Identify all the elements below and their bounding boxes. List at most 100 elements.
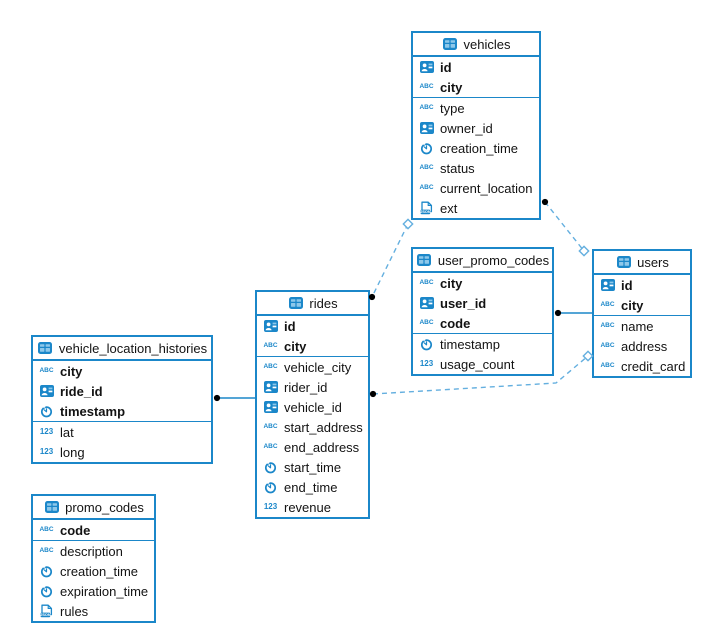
- datetime-type-icon: [38, 564, 55, 578]
- table-name: rides: [309, 295, 338, 311]
- column-row-promo_codes-expiration_time[interactable]: expiration_time: [33, 581, 154, 601]
- column-row-rides-vehicle_id[interactable]: vehicle_id: [257, 397, 368, 417]
- table-header-vehicles[interactable]: vehicles: [413, 33, 539, 57]
- column-row-rides-rider_id[interactable]: rider_id: [257, 377, 368, 397]
- column-name: city: [440, 275, 463, 291]
- relationship-endpoint-dot: [554, 309, 562, 317]
- column-row-rides-id[interactable]: id: [257, 316, 368, 336]
- table-icon: [287, 297, 304, 309]
- column-row-user_promo_codes-timestamp[interactable]: timestamp: [413, 333, 552, 354]
- number-type-icon: 123: [39, 427, 54, 436]
- json-type-icon: JSON: [38, 604, 55, 618]
- string-type-icon: ABC: [600, 300, 615, 308]
- table-header-rides[interactable]: rides: [257, 292, 368, 316]
- svg-text:JSON: JSON: [420, 210, 431, 214]
- datetime-type-icon: [418, 141, 435, 155]
- json-type-icon: JSON: [418, 201, 435, 215]
- relationship-endpoint-dot: [213, 394, 221, 402]
- column-row-vehicles-id[interactable]: id: [413, 57, 539, 77]
- column-name: vehicle_city: [284, 359, 352, 375]
- relationship-vehicles-rides[interactable]: [371, 223, 409, 298]
- table-icon: [416, 254, 433, 266]
- string-type-icon: ABC: [419, 103, 434, 111]
- number-type-icon: 123: [39, 447, 54, 456]
- string-type-icon: ABC: [600, 341, 615, 349]
- table-header-users[interactable]: users: [594, 251, 690, 275]
- column-row-rides-start_time[interactable]: start_time: [257, 457, 368, 477]
- column-row-rides-vehicle_city[interactable]: ABC vehicle_city: [257, 356, 368, 377]
- id-type-icon: [599, 279, 616, 291]
- datetime-type-icon: [38, 584, 55, 598]
- column-row-user_promo_codes-user_id[interactable]: user_id: [413, 293, 552, 313]
- id-type-icon: [262, 381, 279, 393]
- table-icon: [43, 501, 60, 513]
- relationship-endpoint-dot: [541, 198, 549, 206]
- table-icon: [442, 38, 459, 50]
- column-name: start_address: [284, 419, 363, 435]
- column-name: id: [621, 277, 633, 293]
- column-name: id: [440, 59, 452, 75]
- svg-text:JSON: JSON: [40, 613, 51, 617]
- column-row-promo_codes-creation_time[interactable]: creation_time: [33, 561, 154, 581]
- column-name: creation_time: [440, 140, 519, 156]
- column-name: user_id: [440, 295, 487, 311]
- column-row-vehicles-current_location[interactable]: ABC current_location: [413, 178, 539, 198]
- column-name: vehicle_id: [284, 399, 342, 415]
- string-type-icon: ABC: [419, 278, 434, 286]
- column-name: usage_count: [440, 356, 515, 372]
- column-row-user_promo_codes-city[interactable]: ABC city: [413, 273, 552, 293]
- string-type-icon: ABC: [600, 321, 615, 329]
- table-name: vehicles: [463, 36, 511, 52]
- column-name: revenue: [284, 499, 331, 515]
- column-row-vehicle_location_histories-ride_id[interactable]: ride_id: [33, 381, 211, 401]
- column-row-users-id[interactable]: id: [594, 275, 690, 295]
- column-row-rides-revenue[interactable]: 123 revenue: [257, 497, 368, 517]
- relationship-vehicles-users[interactable]: [544, 201, 585, 252]
- column-name: city: [60, 363, 83, 379]
- string-type-icon: ABC: [39, 366, 54, 374]
- table-name: users: [637, 254, 669, 270]
- string-type-icon: ABC: [263, 362, 278, 370]
- number-type-icon: 123: [263, 502, 278, 511]
- string-type-icon: ABC: [39, 525, 54, 533]
- table-name: promo_codes: [65, 499, 144, 515]
- table-icon: [615, 256, 632, 268]
- string-type-icon: ABC: [263, 341, 278, 349]
- column-row-vehicles-owner_id[interactable]: owner_id: [413, 118, 539, 138]
- string-type-icon: ABC: [419, 183, 434, 191]
- column-row-vehicle_location_histories-timestamp[interactable]: timestamp: [33, 401, 211, 421]
- table-header-user_promo_codes[interactable]: user_promo_codes: [413, 249, 552, 273]
- column-row-vehicle_location_histories-city[interactable]: ABC city: [33, 361, 211, 381]
- column-name: current_location: [440, 180, 533, 196]
- column-row-rides-end_time[interactable]: end_time: [257, 477, 368, 497]
- table-header-vehicle_location_histories[interactable]: vehicle_location_histories: [33, 337, 211, 361]
- table-header-promo_codes[interactable]: promo_codes: [33, 496, 154, 520]
- column-row-vehicles-creation_time[interactable]: creation_time: [413, 138, 539, 158]
- column-name: end_time: [284, 479, 338, 495]
